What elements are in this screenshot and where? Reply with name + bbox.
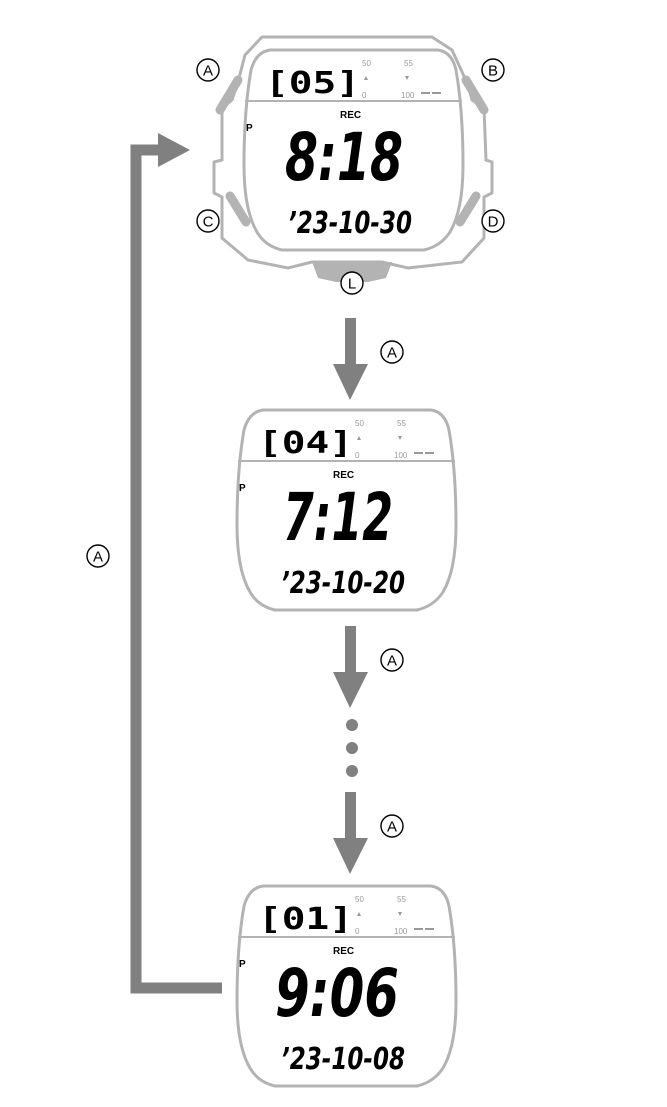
loop-button-label: A <box>93 549 103 566</box>
watch-display-1: [05] 50 55 0 100 REC P 8:18 ’23-10-30 <box>242 48 465 252</box>
pm-indicator: P <box>239 483 246 494</box>
step-arrow-label: A <box>387 653 397 670</box>
pm-indicator: P <box>246 123 253 134</box>
date-display: ’23-10-08 <box>281 1042 405 1077</box>
svg-text:C: C <box>203 214 214 231</box>
time-display: 9:06 <box>275 955 399 1032</box>
record-number: [04] <box>258 426 353 461</box>
scale-label-100: 100 <box>394 451 408 460</box>
button-a-shape <box>215 75 243 115</box>
scale-label-100: 100 <box>401 91 415 100</box>
step-arrow-label: A <box>387 819 397 836</box>
time-display: 7:12 <box>283 479 393 556</box>
button-c-shape <box>225 191 251 227</box>
time-display: 8:18 <box>285 119 403 196</box>
loop-back-arrow <box>130 133 222 994</box>
watch-display-2: [04] 50 55 0 100 REC P 7:12 ’23-10-20 <box>235 408 458 612</box>
scale-label-0: 0 <box>362 91 367 100</box>
scale-label-50: 50 <box>355 895 364 904</box>
date-display: ’23-10-20 <box>281 566 405 601</box>
date-display: ’23-10-30 <box>288 206 412 241</box>
ellipsis-dots <box>346 719 358 777</box>
scale-label-50: 50 <box>355 419 364 428</box>
step-arrow-2: A <box>333 626 404 708</box>
step-arrow-1: A <box>333 318 404 400</box>
scale-label-55: 55 <box>397 419 406 428</box>
button-label-d: D <box>481 209 505 233</box>
button-d-shape <box>455 191 481 227</box>
button-label-c: C <box>196 209 220 233</box>
button-label-a: A <box>196 58 220 82</box>
rec-indicator: REC <box>340 110 361 121</box>
step-arrow-label: A <box>387 345 397 362</box>
scale-label-0: 0 <box>355 927 360 936</box>
scale-label-0: 0 <box>355 451 360 460</box>
pm-indicator: P <box>239 959 246 970</box>
loop-button-marker: A <box>86 544 110 568</box>
svg-text:D: D <box>488 214 499 231</box>
record-number: [01] <box>258 902 353 937</box>
button-b-shape <box>461 75 489 115</box>
rec-indicator: REC <box>333 470 354 481</box>
svg-text:A: A <box>203 63 213 80</box>
watch-display-3: [01] 50 55 0 100 REC P 9:06 ’23-10-08 <box>235 884 458 1088</box>
scale-label-55: 55 <box>397 895 406 904</box>
button-label-b: B <box>481 58 505 82</box>
svg-text:B: B <box>488 63 498 80</box>
scale-label-55: 55 <box>404 59 413 68</box>
record-number: [05] <box>265 66 360 101</box>
scale-label-100: 100 <box>394 927 408 936</box>
rec-indicator: REC <box>333 946 354 957</box>
scale-label-50: 50 <box>362 59 371 68</box>
step-arrow-3: A <box>333 792 404 874</box>
svg-text:L: L <box>348 276 356 293</box>
button-label-l: L <box>340 271 364 295</box>
